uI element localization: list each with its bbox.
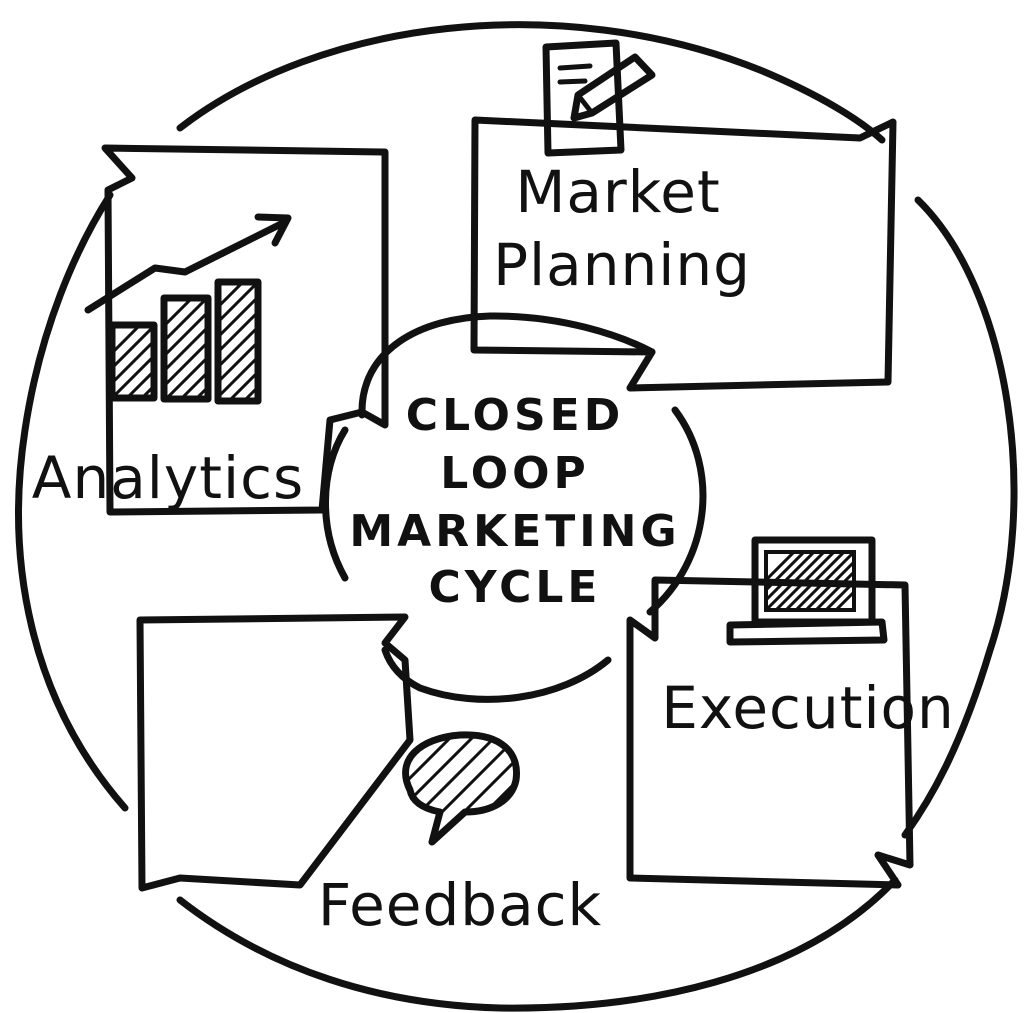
outer-circle-arc-bottom (176, 876, 899, 1012)
center-loop-arc-bottom (381, 646, 612, 703)
laptop-icon (726, 536, 888, 646)
outer-circle-arc-top (176, 21, 886, 144)
speech-bubble-icon (402, 731, 520, 846)
outer-circle-arc-left (15, 191, 129, 812)
market-planning-label-line1: Market (515, 158, 720, 226)
arrow-block-market-planning (470, 116, 897, 392)
center-label-line4: CYCLE (429, 562, 602, 613)
feedback-label: Feedback (318, 871, 602, 939)
center-loop-arc-right (646, 406, 707, 616)
center-label-line1: CLOSED (406, 390, 624, 441)
bar-chart-trend-icon (84, 213, 292, 405)
center-loop-arc-left (322, 426, 349, 582)
center-label-line2: LOOP (440, 448, 590, 499)
market-planning-label-line2: Planning (493, 231, 751, 299)
arrow-block-feedback (136, 613, 414, 892)
document-pencil-icon (542, 39, 656, 157)
center-loop-arc-top (358, 312, 656, 419)
center-label-line3: MARKETING (349, 506, 680, 557)
arrow-block-analytics (101, 144, 389, 516)
arrow-block-execution (626, 576, 914, 889)
execution-label: Execution (661, 674, 955, 742)
analytics-label: Analytics (32, 444, 304, 512)
outer-circle-arc-right (901, 196, 1018, 839)
